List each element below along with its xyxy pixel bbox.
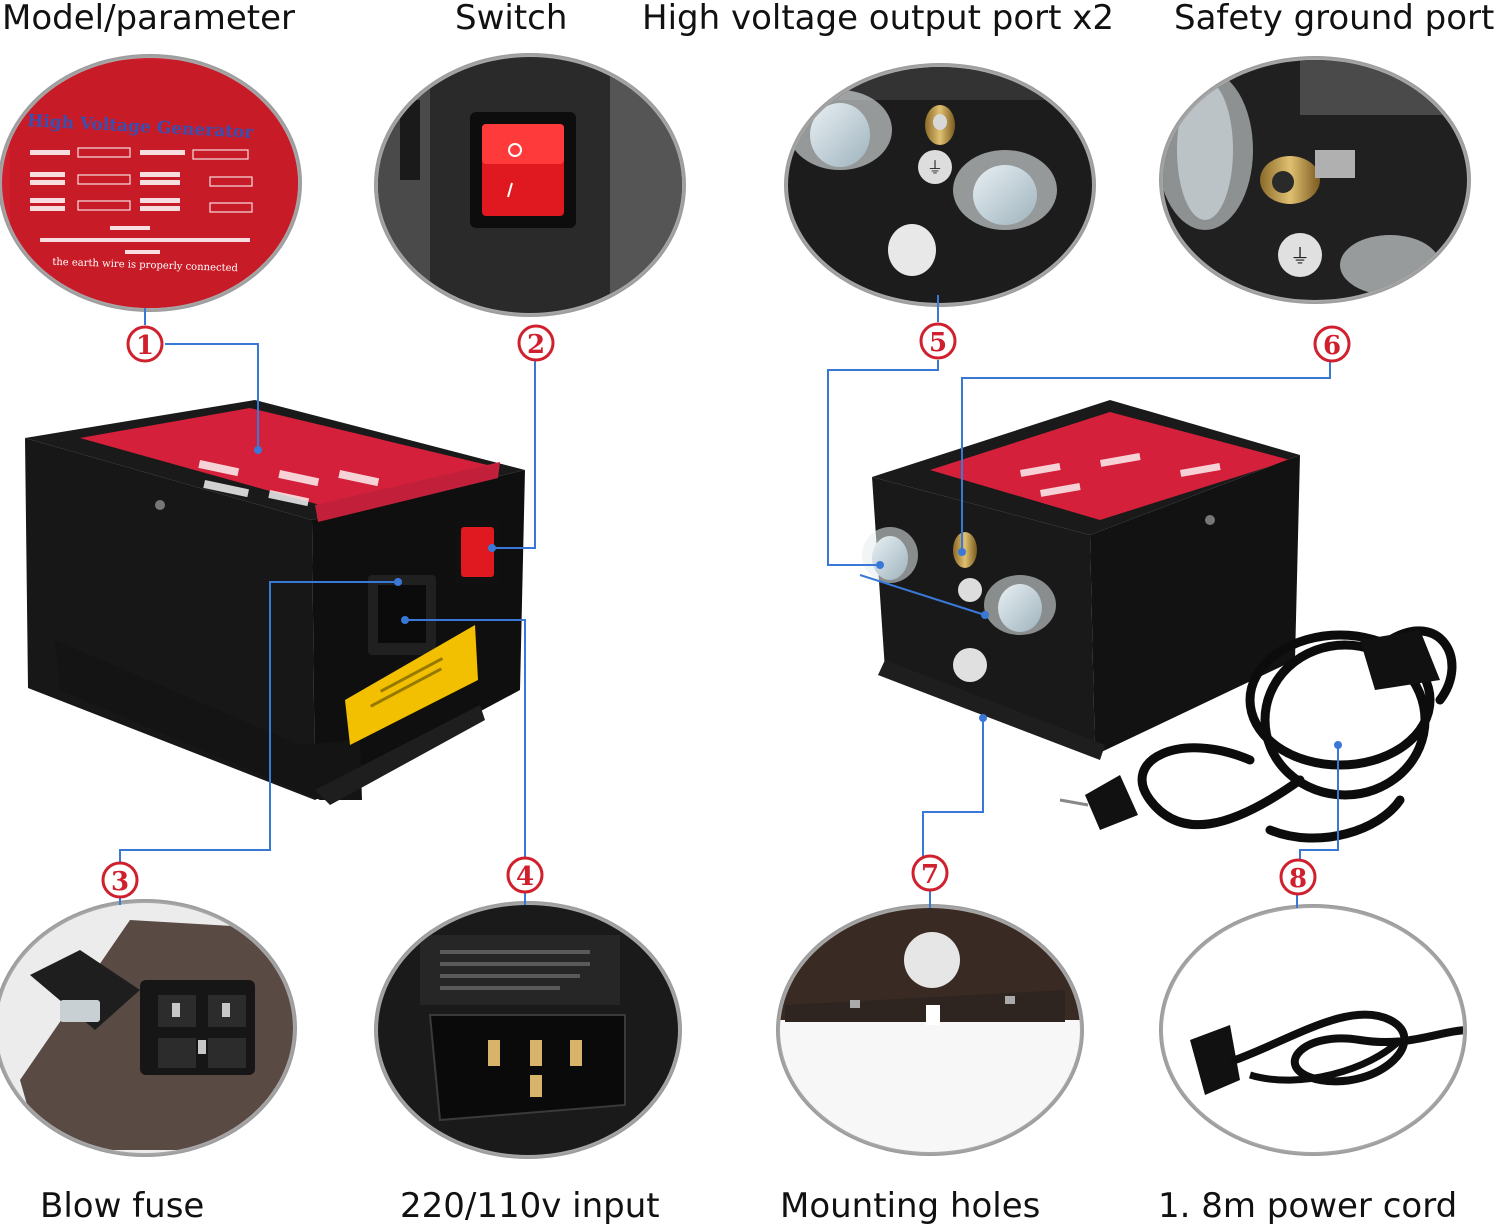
- label-switch: Switch: [455, 0, 568, 38]
- power-plug: [1360, 630, 1440, 690]
- svg-text:5: 5: [929, 328, 947, 358]
- detail-ac-input: [374, 901, 682, 1159]
- marker-1: 1: [126, 325, 164, 363]
- label-safety-ground: Safety ground port: [1174, 0, 1495, 38]
- label-high-voltage-output: High voltage output port x2: [642, 0, 1114, 38]
- svg-text:7: 7: [921, 860, 939, 890]
- svg-text:1: 1: [136, 331, 154, 361]
- label-model-parameter: Model/parameter: [2, 0, 296, 38]
- leader-dots: [254, 446, 1342, 749]
- svg-text:3: 3: [111, 867, 129, 897]
- detail-model-plate: High Voltage Generator the earth wire is…: [0, 54, 302, 312]
- leader-lines: [119, 295, 1339, 908]
- svg-text:4: 4: [516, 862, 534, 892]
- label-power-cord: 1. 8m power cord: [1158, 1186, 1458, 1226]
- marker-8: 8: [1279, 858, 1317, 896]
- label-blow-fuse: Blow fuse: [40, 1186, 205, 1226]
- label-input: 220/110v input: [400, 1186, 660, 1226]
- svg-text:2: 2: [527, 330, 545, 360]
- detail-power-cord: [1159, 904, 1467, 1156]
- marker-3: 3: [101, 861, 139, 899]
- svg-text:6: 6: [1323, 331, 1341, 361]
- detail-blow-fuse: [0, 899, 297, 1157]
- svg-text:⏚: ⏚: [1290, 244, 1310, 268]
- generator-unit-left: [25, 400, 525, 805]
- detail-hv-output: ⏚: [784, 63, 1096, 307]
- marker-5: 5: [919, 322, 957, 360]
- detail-safety-ground: ⏚: [1159, 56, 1471, 304]
- svg-text:8: 8: [1289, 864, 1307, 894]
- wall-plug: [1085, 775, 1138, 830]
- marker-4: 4: [506, 856, 544, 894]
- marker-7: 7: [911, 854, 949, 892]
- generator-unit-right: [862, 400, 1300, 760]
- power-cord-coil: [1137, 626, 1457, 843]
- svg-text:⏚: ⏚: [927, 158, 943, 177]
- detail-switch: [374, 53, 686, 317]
- detail-mounting-holes: [776, 904, 1084, 1156]
- marker-2: 2: [517, 324, 555, 362]
- label-mounting-holes: Mounting holes: [780, 1186, 1041, 1226]
- marker-6: 6: [1313, 325, 1351, 363]
